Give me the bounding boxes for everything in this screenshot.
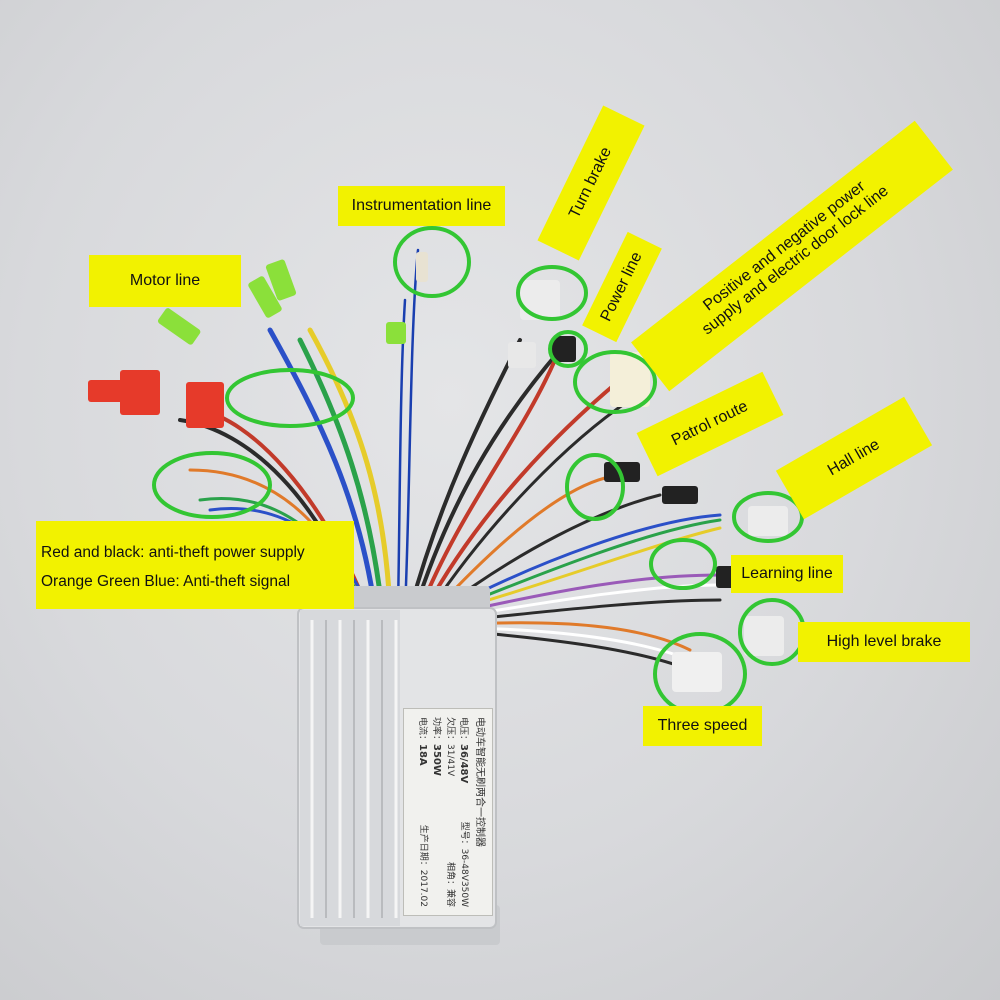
sticker-row-power: 功率：350W <box>431 717 442 776</box>
antitheft-signal-text: Orange Green Blue: Anti-theft signal <box>41 573 291 590</box>
label-instrumentation-line: Instrumentation line <box>338 186 505 226</box>
circle-power-line <box>548 330 588 368</box>
sticker-phase: 兼容 <box>445 888 455 907</box>
label-antitheft: Red and black: anti-theft power supply O… <box>36 521 354 609</box>
sticker-power: 350W <box>431 744 442 776</box>
label-motor-line: Motor line <box>89 255 241 307</box>
circle-antitheft <box>152 451 272 519</box>
circle-learning-line <box>649 538 717 590</box>
sticker-current: 18A <box>417 744 428 766</box>
sticker-row-voltage: 电压：36/48V 型号：36-48V350W <box>458 717 469 907</box>
circle-door-lock-line <box>573 350 657 414</box>
label-learning-line: Learning line <box>731 555 843 593</box>
spec-sticker-text: 电动车智能无刷两合一控制器 电压：36/48V 型号：36-48V350W 欠压… <box>404 709 492 915</box>
sticker-undervoltage: 31/41V <box>445 744 455 777</box>
circle-motor-line <box>225 368 355 428</box>
controller-spec-sticker: 电动车智能无刷两合一控制器 电压：36/48V 型号：36-48V350W 欠压… <box>403 708 493 916</box>
circle-patrol-route <box>565 453 625 521</box>
label-three-speed: Three speed <box>643 706 762 746</box>
sticker-row-current: 电流：18A 生产日期：2017.02 <box>417 717 428 907</box>
sticker-date: 2017.02 <box>418 869 428 907</box>
sticker-title: 电动车智能无刷两合一控制器 <box>474 717 485 847</box>
sticker-voltage: 36/48V <box>458 744 469 784</box>
wire-harness <box>178 248 722 672</box>
circle-turn-brake <box>516 265 588 321</box>
highlight-circles <box>152 226 806 716</box>
circle-instrumentation-line <box>393 226 471 298</box>
label-high-level-brake: High level brake <box>798 622 970 662</box>
antitheft-power-text: Red and black: anti-theft power supply <box>41 544 305 561</box>
sticker-row-undervoltage: 欠压：31/41V 相角：兼容 <box>445 717 455 907</box>
sticker-model: 36-48V350W <box>459 848 469 907</box>
